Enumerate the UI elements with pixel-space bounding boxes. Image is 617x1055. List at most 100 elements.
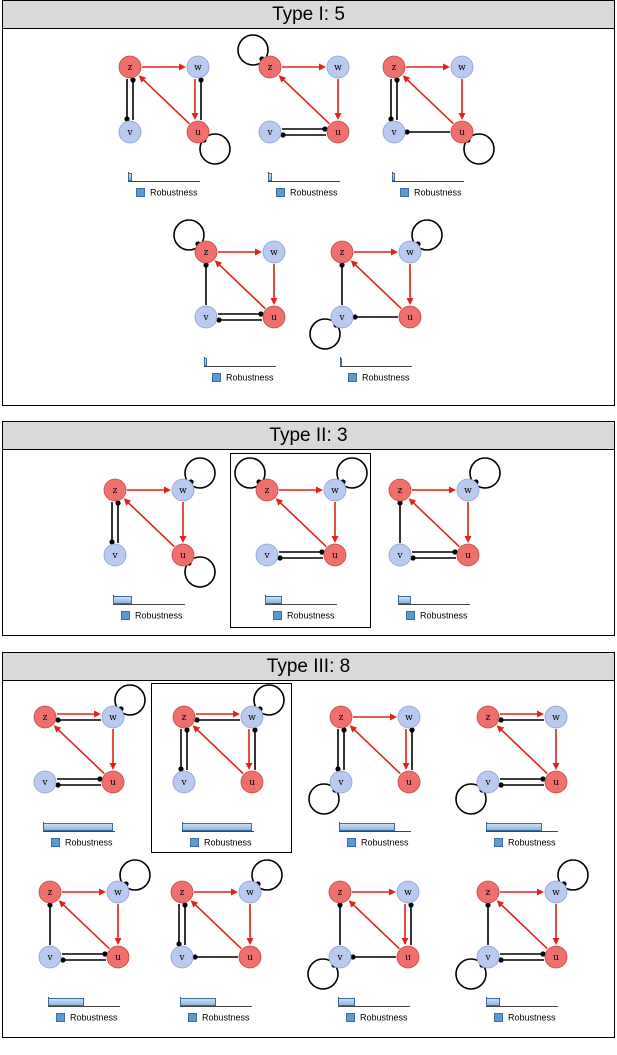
node-z [255, 478, 279, 502]
panel-title: Type II: 3 [3, 422, 614, 450]
arrow-head-icon [391, 248, 398, 256]
inhibition-dot-icon [498, 782, 504, 788]
node-u [398, 305, 422, 329]
inhibition-dot-icon [178, 766, 184, 772]
robustness-axis [339, 831, 411, 832]
inhibition-dot-icon [130, 77, 136, 83]
legend-label: Robustness [361, 837, 409, 848]
activation-edge [141, 77, 190, 125]
robustness-axis [486, 1006, 558, 1007]
self-loop-edge [237, 34, 269, 66]
arrow-head-icon [350, 260, 359, 268]
robustness-bar [338, 998, 356, 1006]
node-z [118, 55, 142, 79]
robustness-bar [392, 173, 395, 181]
inhibition-dot-icon [280, 132, 286, 138]
arrow-head-icon [114, 938, 122, 945]
legend-swatch-icon [121, 611, 130, 621]
node-label: v [396, 551, 403, 561]
inhibition-dot-icon [277, 555, 283, 561]
node-z [330, 240, 354, 264]
inhibition-dot-icon [124, 116, 130, 122]
node-u [262, 305, 286, 329]
arrow-head-icon [348, 900, 357, 908]
robustness-axis [48, 1006, 120, 1007]
node-label: z [204, 248, 209, 258]
node-u [106, 945, 130, 969]
node-w [101, 705, 125, 729]
node-label: v [484, 953, 491, 963]
node-label: w [458, 63, 466, 73]
node-z [329, 705, 353, 729]
inhibition-dot-icon [498, 957, 504, 963]
legend-label: Robustness [202, 1012, 250, 1023]
inhibition-dot-icon [216, 317, 222, 323]
arrow-head-icon [179, 536, 187, 543]
node-z [476, 880, 500, 904]
legend-swatch-icon [494, 1013, 503, 1023]
node-label: z [43, 713, 48, 723]
activation-edge [499, 727, 548, 775]
node-label: v [41, 778, 48, 788]
node-label: u [195, 128, 201, 138]
legend-label: Robustness [290, 187, 338, 198]
node-v [170, 945, 194, 969]
arrow-head-icon [233, 710, 240, 718]
node-w [450, 55, 474, 79]
node-label: w [109, 713, 117, 723]
inhibition-dot-icon [540, 776, 546, 782]
node-label: u [553, 778, 559, 788]
robustness-bar [128, 173, 133, 181]
robustness-bar [48, 998, 84, 1006]
arrow-head-icon [552, 763, 560, 770]
inhibition-dot-icon [350, 954, 356, 960]
node-label: z [113, 486, 118, 496]
node-u [240, 770, 264, 794]
inhibition-dot-icon [335, 766, 341, 772]
node-label: z [398, 486, 403, 496]
node-w [456, 478, 480, 502]
robustness-axis [180, 1006, 252, 1007]
robustness-bar [182, 823, 252, 831]
arrow-head-icon [402, 75, 411, 83]
activation-edge [126, 500, 175, 548]
robustness-axis [128, 181, 200, 182]
legend-swatch-icon [188, 1013, 197, 1023]
robustness-legend: Robustness [406, 609, 468, 621]
self-loop-edge [411, 219, 443, 251]
activation-edge [56, 727, 105, 775]
robustness-axis [392, 181, 464, 182]
node-label: u [332, 551, 338, 561]
node-w [323, 478, 347, 502]
self-loop-edge [119, 859, 151, 891]
robustness-legend: Robustness [51, 836, 113, 848]
arrow-head-icon [406, 298, 414, 305]
node-label: z [128, 63, 133, 73]
node-label: v [202, 313, 209, 323]
self-loop-edge [308, 783, 340, 815]
legend-label: Robustness [65, 837, 113, 848]
node-u [544, 945, 568, 969]
self-loop-edge [253, 684, 285, 716]
node-v [328, 945, 352, 969]
robustness-bar [486, 998, 501, 1006]
self-loop-edge [184, 556, 216, 588]
robustness-axis [486, 831, 558, 832]
node-label: u [271, 313, 277, 323]
activation-edge [193, 902, 242, 950]
robustness-bar [268, 173, 273, 181]
arrow-head-icon [245, 763, 253, 770]
node-v [194, 305, 218, 329]
robustness-legend: Robustness [276, 186, 338, 198]
robustness-axis [265, 604, 337, 605]
